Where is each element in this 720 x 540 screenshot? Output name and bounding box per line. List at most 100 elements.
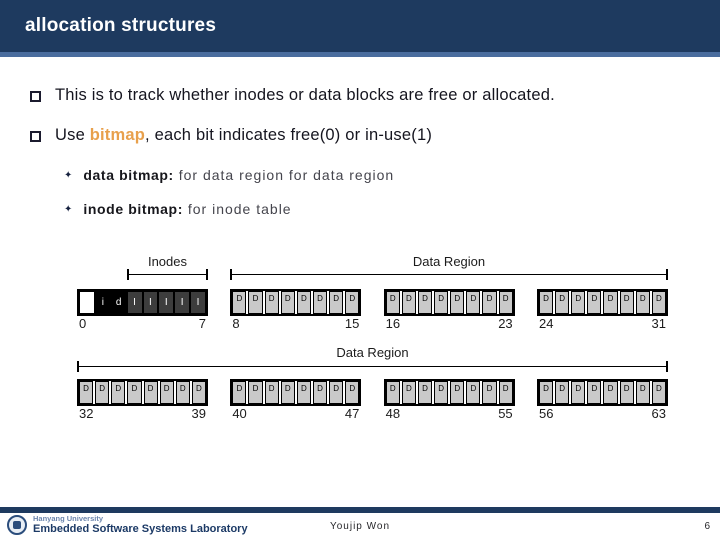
block-number-range: 24 31 bbox=[537, 316, 668, 331]
itable-block: I bbox=[191, 292, 205, 313]
block-number-start: 48 bbox=[385, 406, 401, 421]
data-block: D bbox=[651, 291, 666, 314]
data-block: D bbox=[191, 381, 206, 404]
data-block: D bbox=[450, 381, 465, 404]
square-bullet-icon bbox=[30, 91, 41, 102]
block-number-range: 32 39 bbox=[77, 406, 208, 421]
data-block: D bbox=[571, 381, 586, 404]
affiliation-lab: Embedded Software Systems Laboratory bbox=[33, 523, 248, 536]
sub-bullet-text: data bitmap: for data region for data re… bbox=[83, 167, 394, 183]
slide-header: allocation structures bbox=[0, 0, 720, 52]
data-region-label-row2: Data Region bbox=[336, 345, 409, 360]
data-block: D bbox=[232, 381, 247, 404]
data-block: D bbox=[417, 291, 433, 314]
bracket-line bbox=[77, 365, 668, 368]
block-number-start: 0 bbox=[79, 316, 87, 331]
block-number-end: 39 bbox=[191, 406, 206, 421]
data-block: D bbox=[127, 381, 142, 404]
data-block: D bbox=[401, 291, 416, 314]
data-block: D bbox=[345, 291, 360, 314]
data-block: D bbox=[280, 291, 295, 314]
itable-block: I bbox=[127, 292, 142, 313]
data-block: D bbox=[498, 291, 513, 314]
block-number-end: 31 bbox=[651, 316, 666, 331]
sub-bullet-desc: for data region for data region bbox=[173, 167, 395, 183]
data-block: D bbox=[571, 291, 586, 314]
sub-bullet-text: inode bitmap: for inode table bbox=[83, 201, 291, 217]
free-block bbox=[80, 292, 94, 313]
bullet-text-post: , each bit indicates free(0) or in-use(1… bbox=[145, 126, 433, 144]
sub-bullet-item-1: ✦ data bitmap: for data region for data … bbox=[64, 167, 394, 183]
data-region-label-row1: Data Region bbox=[412, 254, 486, 269]
block-number-range: 40 47 bbox=[230, 406, 361, 421]
data-block: D bbox=[434, 291, 449, 314]
block-number-end: 15 bbox=[344, 316, 360, 331]
data-block: D bbox=[619, 291, 634, 314]
data-block: D bbox=[635, 381, 650, 404]
block-number-start: 40 bbox=[232, 406, 247, 421]
inodes-region-bracket bbox=[127, 269, 208, 280]
page-number: 6 bbox=[704, 521, 710, 532]
data-block: D bbox=[498, 381, 513, 404]
data-block: D bbox=[587, 381, 602, 404]
sub-bullet-desc: for inode table bbox=[182, 201, 292, 217]
sub-bullet-term: data bitmap: bbox=[83, 167, 174, 183]
data-block: D bbox=[538, 291, 554, 314]
data-block: D bbox=[385, 291, 400, 314]
university-logo: Hanyang University Embedded Software Sys… bbox=[7, 514, 248, 536]
bracket-tick bbox=[206, 269, 208, 280]
author-name: Youjip Won bbox=[329, 521, 391, 532]
bitmap-highlight: bitmap bbox=[89, 126, 146, 144]
diamond-bullet-icon: ✦ bbox=[64, 204, 73, 215]
block-number-start: 32 bbox=[79, 406, 94, 421]
block-number-end: 63 bbox=[651, 406, 666, 421]
data-region-bracket-row1 bbox=[230, 269, 668, 280]
diamond-bullet-icon: ✦ bbox=[64, 170, 73, 181]
page-title: allocation structures bbox=[25, 15, 217, 36]
bracket-tick bbox=[666, 361, 668, 372]
data-block: D bbox=[248, 381, 263, 404]
data-block: D bbox=[450, 291, 465, 314]
data-block: D bbox=[587, 291, 602, 314]
itable-block: I bbox=[175, 292, 190, 313]
data-region-bracket-row2 bbox=[77, 361, 668, 372]
footer-bar bbox=[0, 507, 720, 513]
block-number-end: 47 bbox=[344, 406, 360, 421]
data-block: D bbox=[312, 381, 328, 404]
data-block: D bbox=[651, 381, 666, 404]
data-block: D bbox=[329, 291, 344, 314]
block-number-start: 16 bbox=[385, 316, 401, 331]
data-block: D bbox=[312, 291, 328, 314]
data-block: D bbox=[401, 381, 416, 404]
sub-bullet-item-2: ✦ inode bitmap: for inode table bbox=[64, 201, 292, 217]
data-block: D bbox=[466, 291, 481, 314]
data-block: D bbox=[296, 291, 311, 314]
data-block: D bbox=[555, 381, 570, 404]
data-block: D bbox=[248, 291, 263, 314]
data-block: D bbox=[482, 291, 497, 314]
block-number-start: 24 bbox=[538, 316, 554, 331]
bullet-text: Use bitmap, each bit indicates free(0) o… bbox=[55, 126, 432, 145]
block-number-end: 23 bbox=[498, 316, 513, 331]
data-block: D bbox=[280, 381, 295, 404]
data-block: D bbox=[232, 291, 247, 314]
block-number-end: 7 bbox=[198, 316, 206, 331]
data-block: D bbox=[385, 381, 400, 404]
itable-block: I bbox=[159, 292, 174, 313]
affiliation-university: Hanyang University bbox=[33, 514, 104, 523]
data-block: D bbox=[264, 381, 279, 404]
data-block: D bbox=[603, 381, 618, 404]
data-block: D bbox=[538, 381, 554, 404]
